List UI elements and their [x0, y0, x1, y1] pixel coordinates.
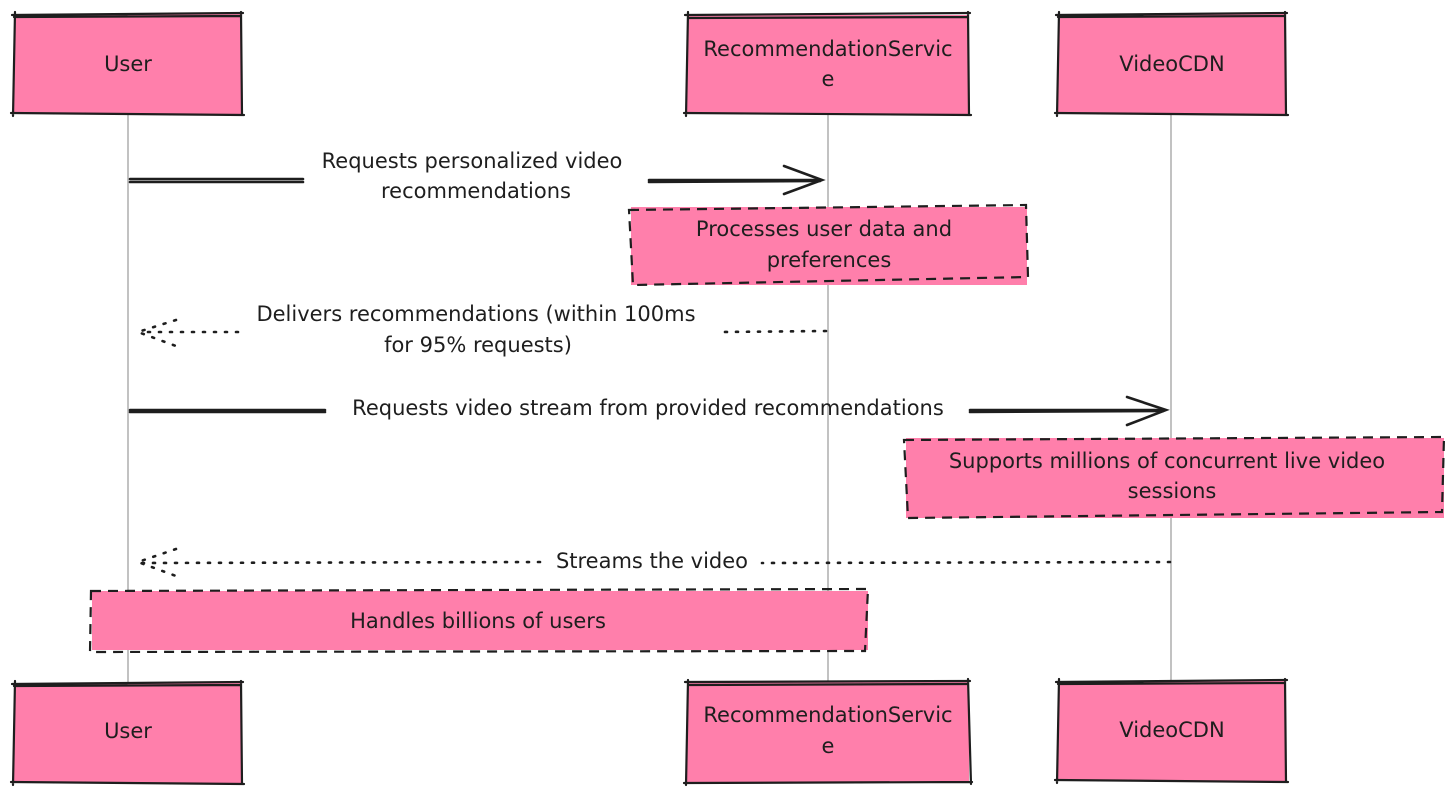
arrowhead-right-icon	[1125, 395, 1170, 427]
message-label: Requests video stream from provided reco…	[352, 396, 944, 420]
participant-videocdn-bottom[interactable]: VideoCDN	[1053, 677, 1290, 785]
message-label: Requests personalized video	[322, 149, 623, 173]
participant-user-top[interactable]: User	[9, 10, 246, 118]
participant-recommendation-service-top[interactable]: RecommendationServic e	[682, 10, 973, 118]
note-label: Handles billions of users	[350, 609, 606, 633]
participant-videocdn-top[interactable]: VideoCDN	[1053, 10, 1290, 118]
message-deliver-recommendations: Delivers recommendations (within 100ms f…	[133, 302, 828, 357]
message-label-line2: for 95% requests)	[384, 333, 572, 357]
note-label-line2: sessions	[1128, 479, 1217, 503]
note-label: Supports millions of concurrent live vid…	[949, 449, 1385, 473]
participant-label: RecommendationServic	[703, 703, 952, 727]
note-label-line2: preferences	[767, 248, 892, 272]
note-label: Processes user data and	[696, 217, 952, 241]
participant-label: User	[104, 52, 152, 76]
participant-recommendation-service-bottom[interactable]: RecommendationServic e	[682, 677, 974, 787]
participant-label: VideoCDN	[1119, 718, 1224, 742]
participant-label: RecommendationServic	[703, 37, 952, 61]
message-request-recommendations: Requests personalized video recommendati…	[128, 149, 826, 203]
participant-label-line2: e	[822, 734, 835, 758]
note-supports-millions: Supports millions of concurrent live vid…	[902, 435, 1446, 520]
participant-user-bottom[interactable]: User	[9, 679, 246, 787]
message-label: Delivers recommendations (within 100ms	[256, 302, 695, 326]
arrowhead-right-icon	[782, 164, 826, 196]
arrowhead-left-icon	[133, 318, 178, 348]
arrowhead-left-icon	[134, 547, 178, 578]
participant-label-line2: e	[822, 67, 835, 91]
participant-label: VideoCDN	[1119, 52, 1224, 76]
note-processes-user-data: Processes user data and preferences	[627, 203, 1030, 287]
message-label: Streams the video	[556, 549, 748, 573]
message-request-video-stream: Requests video stream from provided reco…	[128, 395, 1170, 427]
message-label-line2: recommendations	[381, 179, 571, 203]
participant-label: User	[104, 719, 152, 743]
message-streams-video: Streams the video	[134, 547, 1172, 578]
note-handles-billions: Handles billions of users	[88, 587, 870, 654]
